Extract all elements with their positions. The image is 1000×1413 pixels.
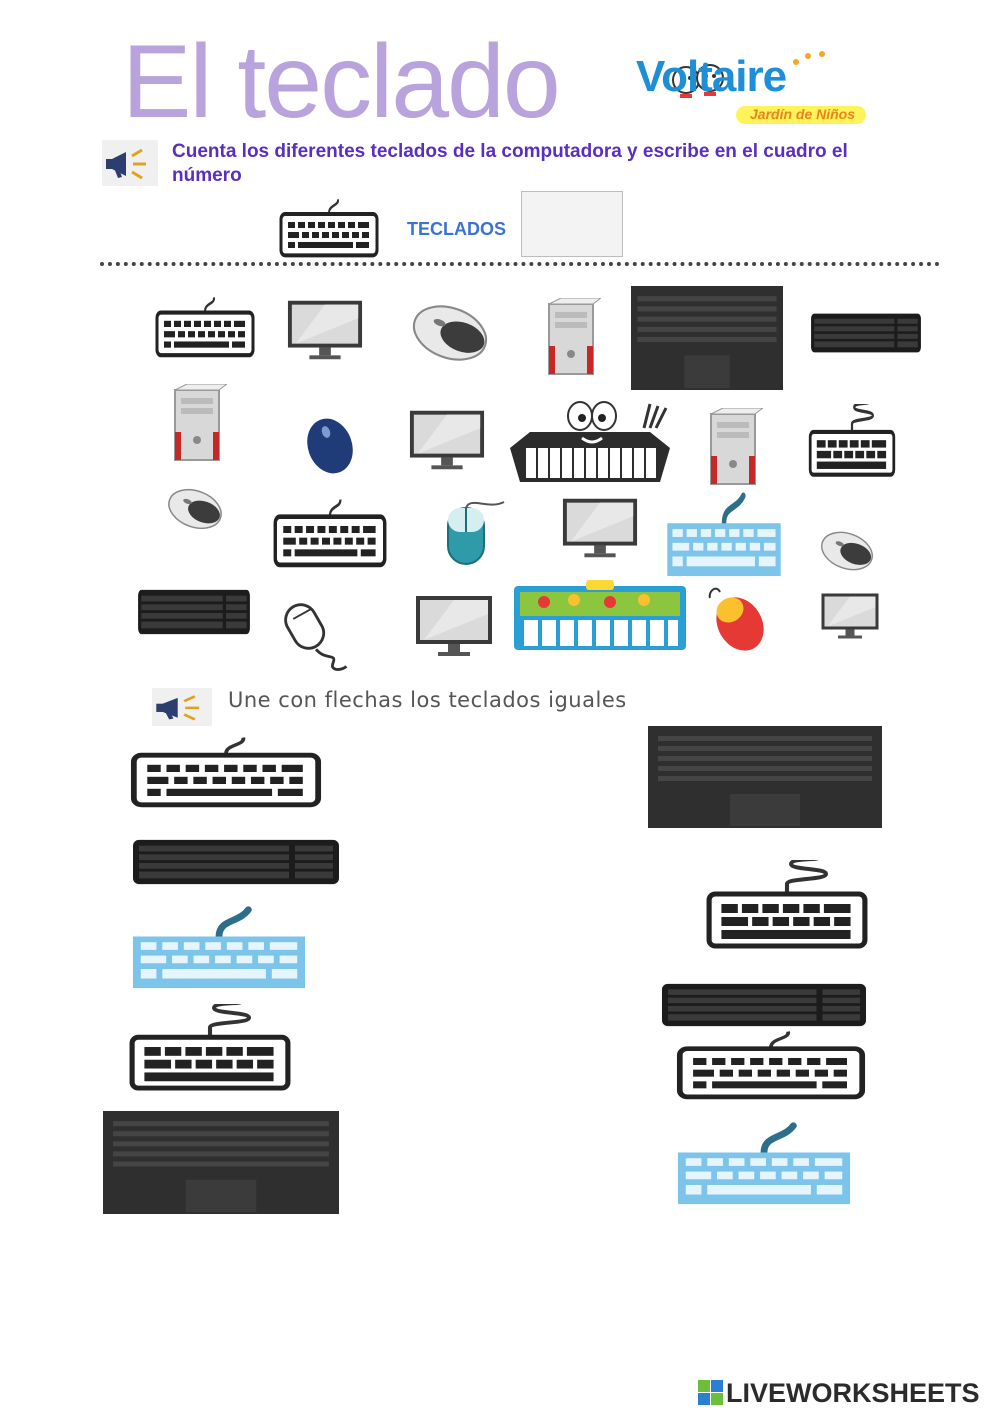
computer-tower-icon: [166, 384, 228, 464]
keyboard-black-icon[interactable]: [660, 982, 868, 1028]
logo-mascot-icon: [672, 51, 866, 124]
count-label: TECLADOS: [407, 219, 506, 239]
page-title: El teclado: [122, 24, 561, 140]
answer-box[interactable]: [521, 191, 623, 257]
piano-mat-icon: [514, 580, 686, 650]
keyboard-blue-icon: [666, 490, 782, 578]
computer-tower-icon: [702, 408, 764, 488]
match-instruction: Une con flechas los teclados iguales: [228, 688, 627, 712]
watermark-text: LIVEWORKSHEETS: [726, 1378, 980, 1408]
mouse-icon: [708, 587, 764, 651]
logo-subtitle: Jardín de Niños: [750, 106, 856, 122]
monitor-icon: [820, 592, 880, 640]
monitor-icon: [561, 496, 639, 560]
mouse-icon: [408, 304, 492, 362]
keyboard-compact-icon[interactable]: [705, 860, 869, 950]
mouse-icon: [165, 488, 225, 530]
keyboard-compact-icon[interactable]: [128, 1004, 292, 1092]
megaphone-icon[interactable]: [152, 688, 212, 726]
keyboard-black-icon[interactable]: [131, 838, 341, 886]
mouse-icon: [307, 418, 353, 474]
keyboard-blue-icon[interactable]: [131, 904, 307, 990]
keyboard-outline-icon[interactable]: [130, 736, 322, 808]
liveworksheets-logo-icon: [698, 1380, 723, 1405]
count-instruction: Cuenta los diferentes teclados de la com…: [172, 141, 848, 186]
keyboard-blue-icon[interactable]: [676, 1120, 852, 1206]
megaphone-icon[interactable]: [102, 140, 158, 186]
keyboard-outline-icon: [273, 498, 387, 568]
mouse-outline-icon: [282, 598, 352, 674]
keyboard-outline-icon: [155, 296, 255, 358]
computer-tower-icon: [540, 298, 602, 378]
monitor-icon: [414, 594, 494, 658]
school-logo: Voltaire Jardín de Niños: [636, 48, 868, 128]
laptop-keyboard-icon[interactable]: [648, 726, 882, 828]
keyboard-outline-icon[interactable]: [676, 1030, 866, 1100]
piano-character-icon: [510, 401, 670, 482]
liveworksheets-watermark: LIVEWORKSHEETS: [698, 1378, 998, 1410]
keyboard-compact-icon: [808, 404, 896, 478]
logo-name: Voltaire: [636, 52, 787, 101]
keyboard-black-icon: [810, 312, 922, 354]
laptop-keyboard-icon[interactable]: [103, 1111, 339, 1214]
keyboard-outline-icon: [279, 198, 379, 258]
mouse-icon: [447, 501, 505, 565]
mouse-icon: [818, 530, 876, 572]
divider: [100, 262, 940, 266]
laptop-keyboard-icon: [631, 286, 783, 390]
monitor-icon: [408, 408, 486, 472]
monitor-icon: [286, 298, 364, 362]
keyboard-black-icon: [137, 588, 251, 636]
